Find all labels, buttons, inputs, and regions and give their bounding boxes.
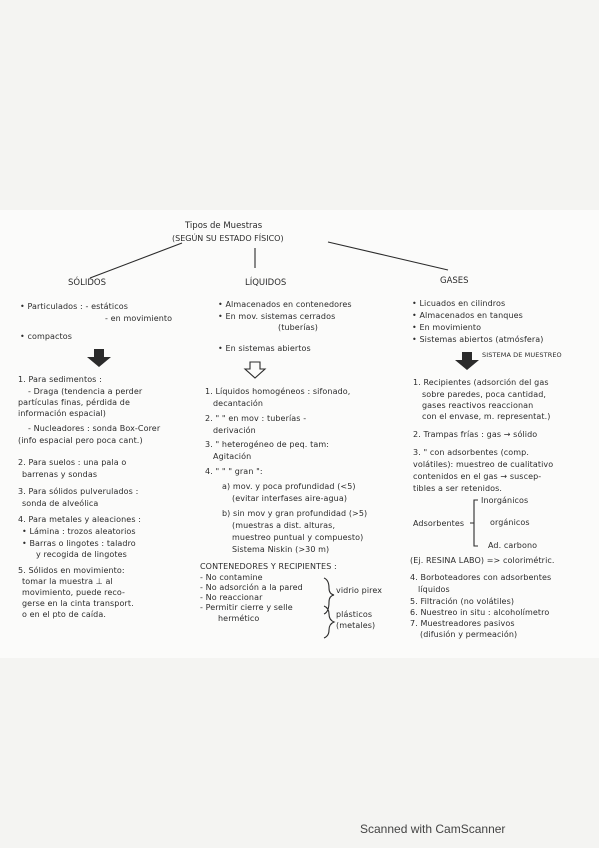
scanned-page: Tipos de Muestras (SEGÚN SU ESTADO FÍSIC… — [0, 210, 599, 658]
middle-line: (evitar interfases aire-agua) — [232, 494, 348, 503]
right-line: tibles a ser retenidos. — [413, 484, 503, 493]
middle-line: muestreo puntual y compuesto) — [232, 533, 364, 542]
middle-line: decantación — [213, 399, 264, 408]
left-line: 4. Para metales y aleaciones : — [18, 515, 142, 524]
heading-liquidos: LÍQUIDOS — [245, 278, 287, 288]
left-line: movimiento, puede reco- — [22, 588, 126, 597]
middle-line: vidrio pirex — [336, 586, 383, 595]
left-line: 1. Para sedimentos : — [18, 375, 102, 384]
brace-containers — [323, 577, 335, 615]
right-line: 1. Recipientes (adsorción del gas — [413, 378, 549, 387]
left-line: • Lámina : trozos aleatorios — [22, 527, 136, 536]
left-line: y recogida de lingotes — [36, 550, 127, 559]
right-line: • Almacenados en tanques — [412, 311, 523, 320]
middle-line: 4. " " " gran ": — [205, 467, 263, 476]
right-line: gases reactivos reaccionan — [422, 401, 534, 410]
left-line: sonda de alveólica — [22, 499, 99, 508]
right-line: (difusión y permeación) — [420, 630, 518, 639]
middle-line: (tuberías) — [278, 323, 319, 332]
brace-plastics — [323, 605, 336, 639]
left-line: - Draga (tendencia a perder — [28, 387, 143, 396]
heading-solidos: SÓLIDOS — [68, 278, 106, 288]
filled-arrow-left — [87, 349, 111, 367]
left-line: 3. Para sólidos pulverulados : — [18, 487, 139, 496]
diagram-title: Tipos de Muestras — [185, 221, 263, 231]
left-line: gerse en la cinta transport. — [22, 599, 134, 608]
left-line: 2. Para suelos : una pala o — [18, 458, 127, 467]
middle-line: 3. " heterogéneo de peq. tam: — [205, 440, 330, 449]
middle-line: b) sin mov y gran profundidad (>5) — [222, 509, 368, 518]
right-line: 3. " con adsorbentes (comp. — [413, 448, 530, 457]
left-line: • Barras o lingotes : taladro — [22, 539, 136, 548]
middle-line: • En mov. sistemas cerrados — [218, 312, 336, 321]
middle-line: CONTENEDORES Y RECIPIENTES : — [200, 562, 337, 571]
middle-line: • Almacenados en contenedores — [218, 300, 352, 309]
middle-line: Agitación — [213, 452, 252, 461]
heading-gases: GASES — [440, 276, 469, 286]
line-to-gases — [327, 241, 449, 271]
left-line: • Particulados : - estáticos — [20, 302, 128, 311]
right-line: 6. Nuestreo in situ : alcoholímetro — [410, 608, 550, 617]
left-line: - Nucleadores : sonda Box-Corer — [28, 424, 161, 433]
right-line: Inorgánicos — [481, 496, 529, 505]
right-line: 2. Trampas frías : gas → sólido — [413, 430, 538, 439]
left-line: o en el pto de caída. — [22, 610, 107, 619]
right-line: líquidos — [418, 585, 450, 594]
right-line: Adsorbentes — [413, 519, 465, 528]
right-line: 4. Borboteadores con adsorbentes — [410, 573, 552, 582]
right-line: 5. Filtración (no volátiles) — [410, 597, 515, 606]
right-line: volátiles): muestreo de cualitativo — [413, 460, 554, 469]
diagram-connectors — [87, 241, 479, 639]
right-line: Ad. carbono — [488, 541, 538, 550]
middle-line: derivación — [213, 426, 256, 435]
left-line: tomar la muestra ⊥ al — [22, 577, 113, 586]
left-line: (info espacial pero poca cant.) — [18, 436, 143, 445]
right-line: orgánicos — [490, 518, 530, 527]
filled-arrow-right — [455, 352, 479, 370]
right-line: (Ej. RESINA LABO) => colorimétric. — [410, 556, 555, 565]
brace-adsorbentes — [470, 499, 478, 547]
middle-line: a) mov. y poca profundidad (<5) — [222, 482, 356, 491]
middle-line: - No reaccionar — [200, 593, 263, 602]
middle-line: 2. " " en mov : tuberías - — [205, 414, 307, 423]
right-line: con el envase, m. representat.) — [422, 412, 551, 421]
scanner-watermark: Scanned with CamScanner — [360, 822, 506, 836]
right-line: sobre paredes, poca cantidad, — [422, 390, 547, 399]
left-line: barrenas y sondas — [22, 470, 98, 479]
left-line: • compactos — [20, 332, 73, 341]
middle-line: • En sistemas abiertos — [218, 344, 311, 353]
middle-line: 1. Líquidos homogéneos : sifonado, — [205, 387, 351, 396]
sampling-system-label: SISTEMA DE MUESTREO — [482, 351, 562, 359]
middle-line: - No contamine — [200, 573, 263, 582]
right-line: • En movimiento — [412, 323, 482, 332]
outline-arrow-middle — [243, 361, 267, 379]
right-line: 7. Muestreadores pasivos — [410, 619, 515, 628]
middle-line: hermético — [218, 614, 260, 623]
middle-line: (metales) — [336, 621, 376, 630]
line-to-solidos — [89, 242, 183, 279]
diagram-subtitle: (SEGÚN SU ESTADO FÍSICO) — [172, 234, 284, 243]
right-line: • Sistemas abiertos (atmósfera) — [412, 335, 544, 344]
middle-line: plásticos — [336, 610, 373, 619]
right-line: contenidos en el gas → suscep- — [413, 472, 542, 481]
middle-line: (muestras a dist. alturas, — [232, 521, 336, 530]
left-line: - en movimiento — [105, 314, 173, 323]
middle-line: - Permitir cierre y selle — [200, 603, 293, 612]
left-line: 5. Sólidos en movimiento: — [18, 566, 125, 575]
left-line: información espacial) — [18, 409, 107, 418]
left-line: partículas finas, pérdida de — [18, 398, 130, 407]
right-line: • Licuados en cilindros — [412, 299, 506, 308]
middle-line: Sistema Niskin (>30 m) — [232, 545, 330, 554]
middle-line: - No adsorción a la pared — [200, 583, 303, 592]
